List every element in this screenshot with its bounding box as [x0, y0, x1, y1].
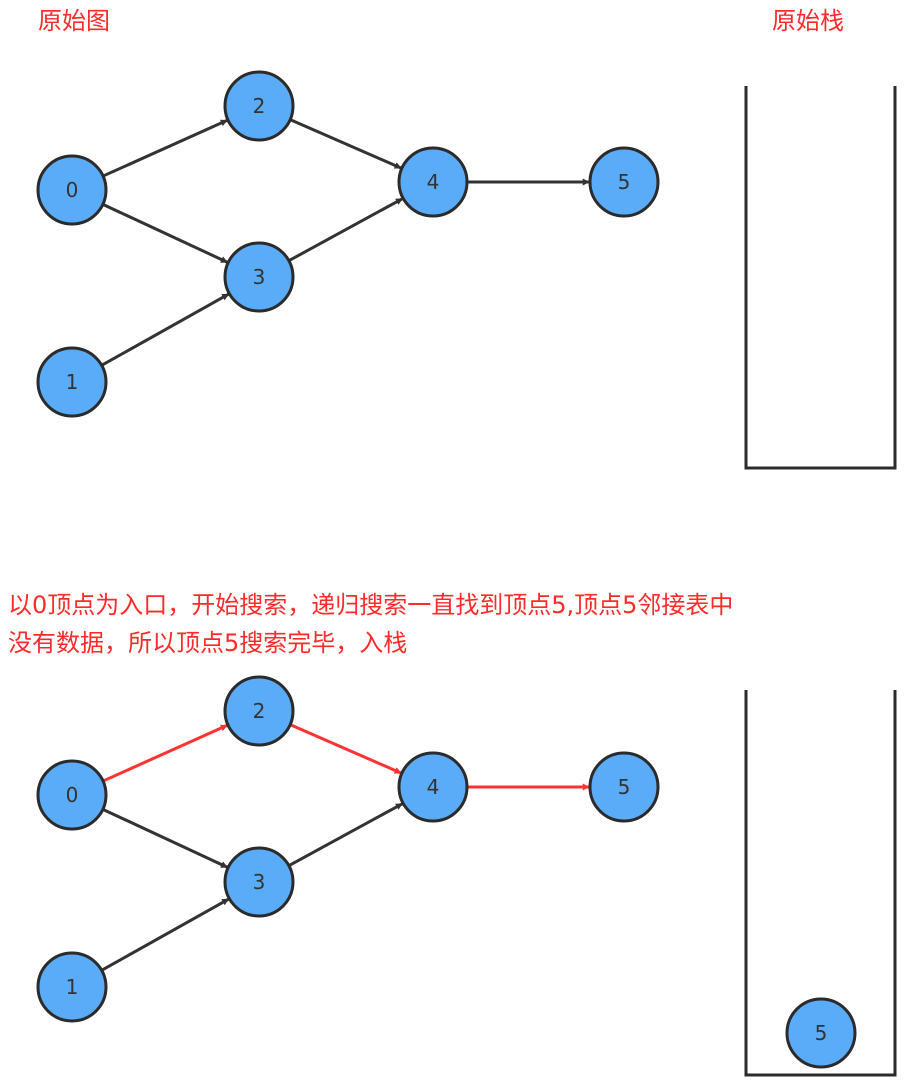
stack-bottom-item-5: 5 [785, 997, 857, 1069]
stack-bottom-item-circle-5 [785, 997, 857, 1069]
graph-title: 原始图 [38, 7, 110, 35]
original-graph: 0 1 2 3 4 5 [36, 70, 660, 418]
graph-bottom-node-3: 3 [223, 846, 295, 918]
graph-top-node-circle-3 [223, 241, 295, 313]
graph-top-node-label-0: 0 [66, 178, 79, 202]
step-description: 以0顶点为入口，开始搜索，递归搜索一直找到顶点5,顶点5邻接表中 没有数据，所以… [8, 586, 733, 662]
step-description-line-1: 以0顶点为入口，开始搜索，递归搜索一直找到顶点5,顶点5邻接表中 [8, 591, 734, 619]
graph-bottom-node-circle-2 [223, 675, 295, 747]
graph-top-node-2: 2 [223, 70, 295, 142]
graph-bottom-node-label-1: 1 [66, 975, 79, 999]
graph-bottom-edge-2-4 [289, 723, 402, 775]
graph-top-edge-3-4 [288, 197, 403, 263]
graph-bottom-edge-0-3 [102, 807, 228, 869]
graph-bottom-node-circle-4 [397, 751, 469, 823]
step-stack: 5 [744, 690, 897, 1077]
graph-top-node-5: 5 [588, 146, 660, 218]
graph-top-node-circle-4 [397, 146, 469, 218]
graph-bottom-node-0: 0 [36, 759, 108, 831]
graph-bottom-node-circle-0 [36, 759, 108, 831]
graph-top-edge-0-3 [102, 202, 228, 264]
graph-bottom-edge-0-2 [102, 723, 228, 783]
stack-title: 原始栈 [772, 7, 844, 35]
graph-bottom-node-4: 4 [397, 751, 469, 823]
graph-top-edge-1-3 [100, 292, 230, 367]
graph-top-edge-0-2 [102, 118, 228, 178]
graph-top-node-label-3: 3 [253, 265, 266, 289]
graph-top-node-label-1: 1 [66, 370, 79, 394]
graph-top-node-circle-2 [223, 70, 295, 142]
graph-bottom-node-1: 1 [36, 951, 108, 1023]
graph-bottom-node-circle-1 [36, 951, 108, 1023]
graph-bottom-node-circle-5 [588, 751, 660, 823]
graph-bottom-node-label-2: 2 [253, 699, 266, 723]
graph-top-node-label-4: 4 [427, 170, 440, 194]
stack-bottom-container [744, 690, 897, 1077]
graph-top-edge-2-4 [289, 118, 402, 170]
graph-top-node-0: 0 [36, 154, 108, 226]
graph-bottom-node-2: 2 [223, 675, 295, 747]
graph-top-node-circle-0 [36, 154, 108, 226]
graph-top-node-circle-1 [36, 346, 108, 418]
graph-top-node-1: 1 [36, 346, 108, 418]
graph-top-node-label-5: 5 [618, 170, 631, 194]
graph-bottom-node-circle-3 [223, 846, 295, 918]
graph-bottom-edge-3-4 [288, 802, 403, 868]
step-graph: 0 1 2 3 4 5 [36, 675, 660, 1023]
step-description-line-2: 没有数据，所以顶点5搜索完毕，入栈 [8, 629, 408, 657]
original-stack [744, 86, 897, 470]
graph-bottom-edge-1-3 [100, 897, 230, 972]
stack-top-container [744, 86, 897, 470]
graph-top-node-label-2: 2 [253, 94, 266, 118]
graph-bottom-node-label-4: 4 [427, 775, 440, 799]
graph-top-node-3: 3 [223, 241, 295, 313]
graph-top-node-circle-5 [588, 146, 660, 218]
graph-bottom-node-label-5: 5 [618, 775, 631, 799]
stack-bottom-item-label-5: 5 [815, 1021, 828, 1045]
graph-top-node-4: 4 [397, 146, 469, 218]
graph-bottom-node-label-0: 0 [66, 783, 79, 807]
graph-bottom-node-5: 5 [588, 751, 660, 823]
graph-bottom-node-label-3: 3 [253, 870, 266, 894]
